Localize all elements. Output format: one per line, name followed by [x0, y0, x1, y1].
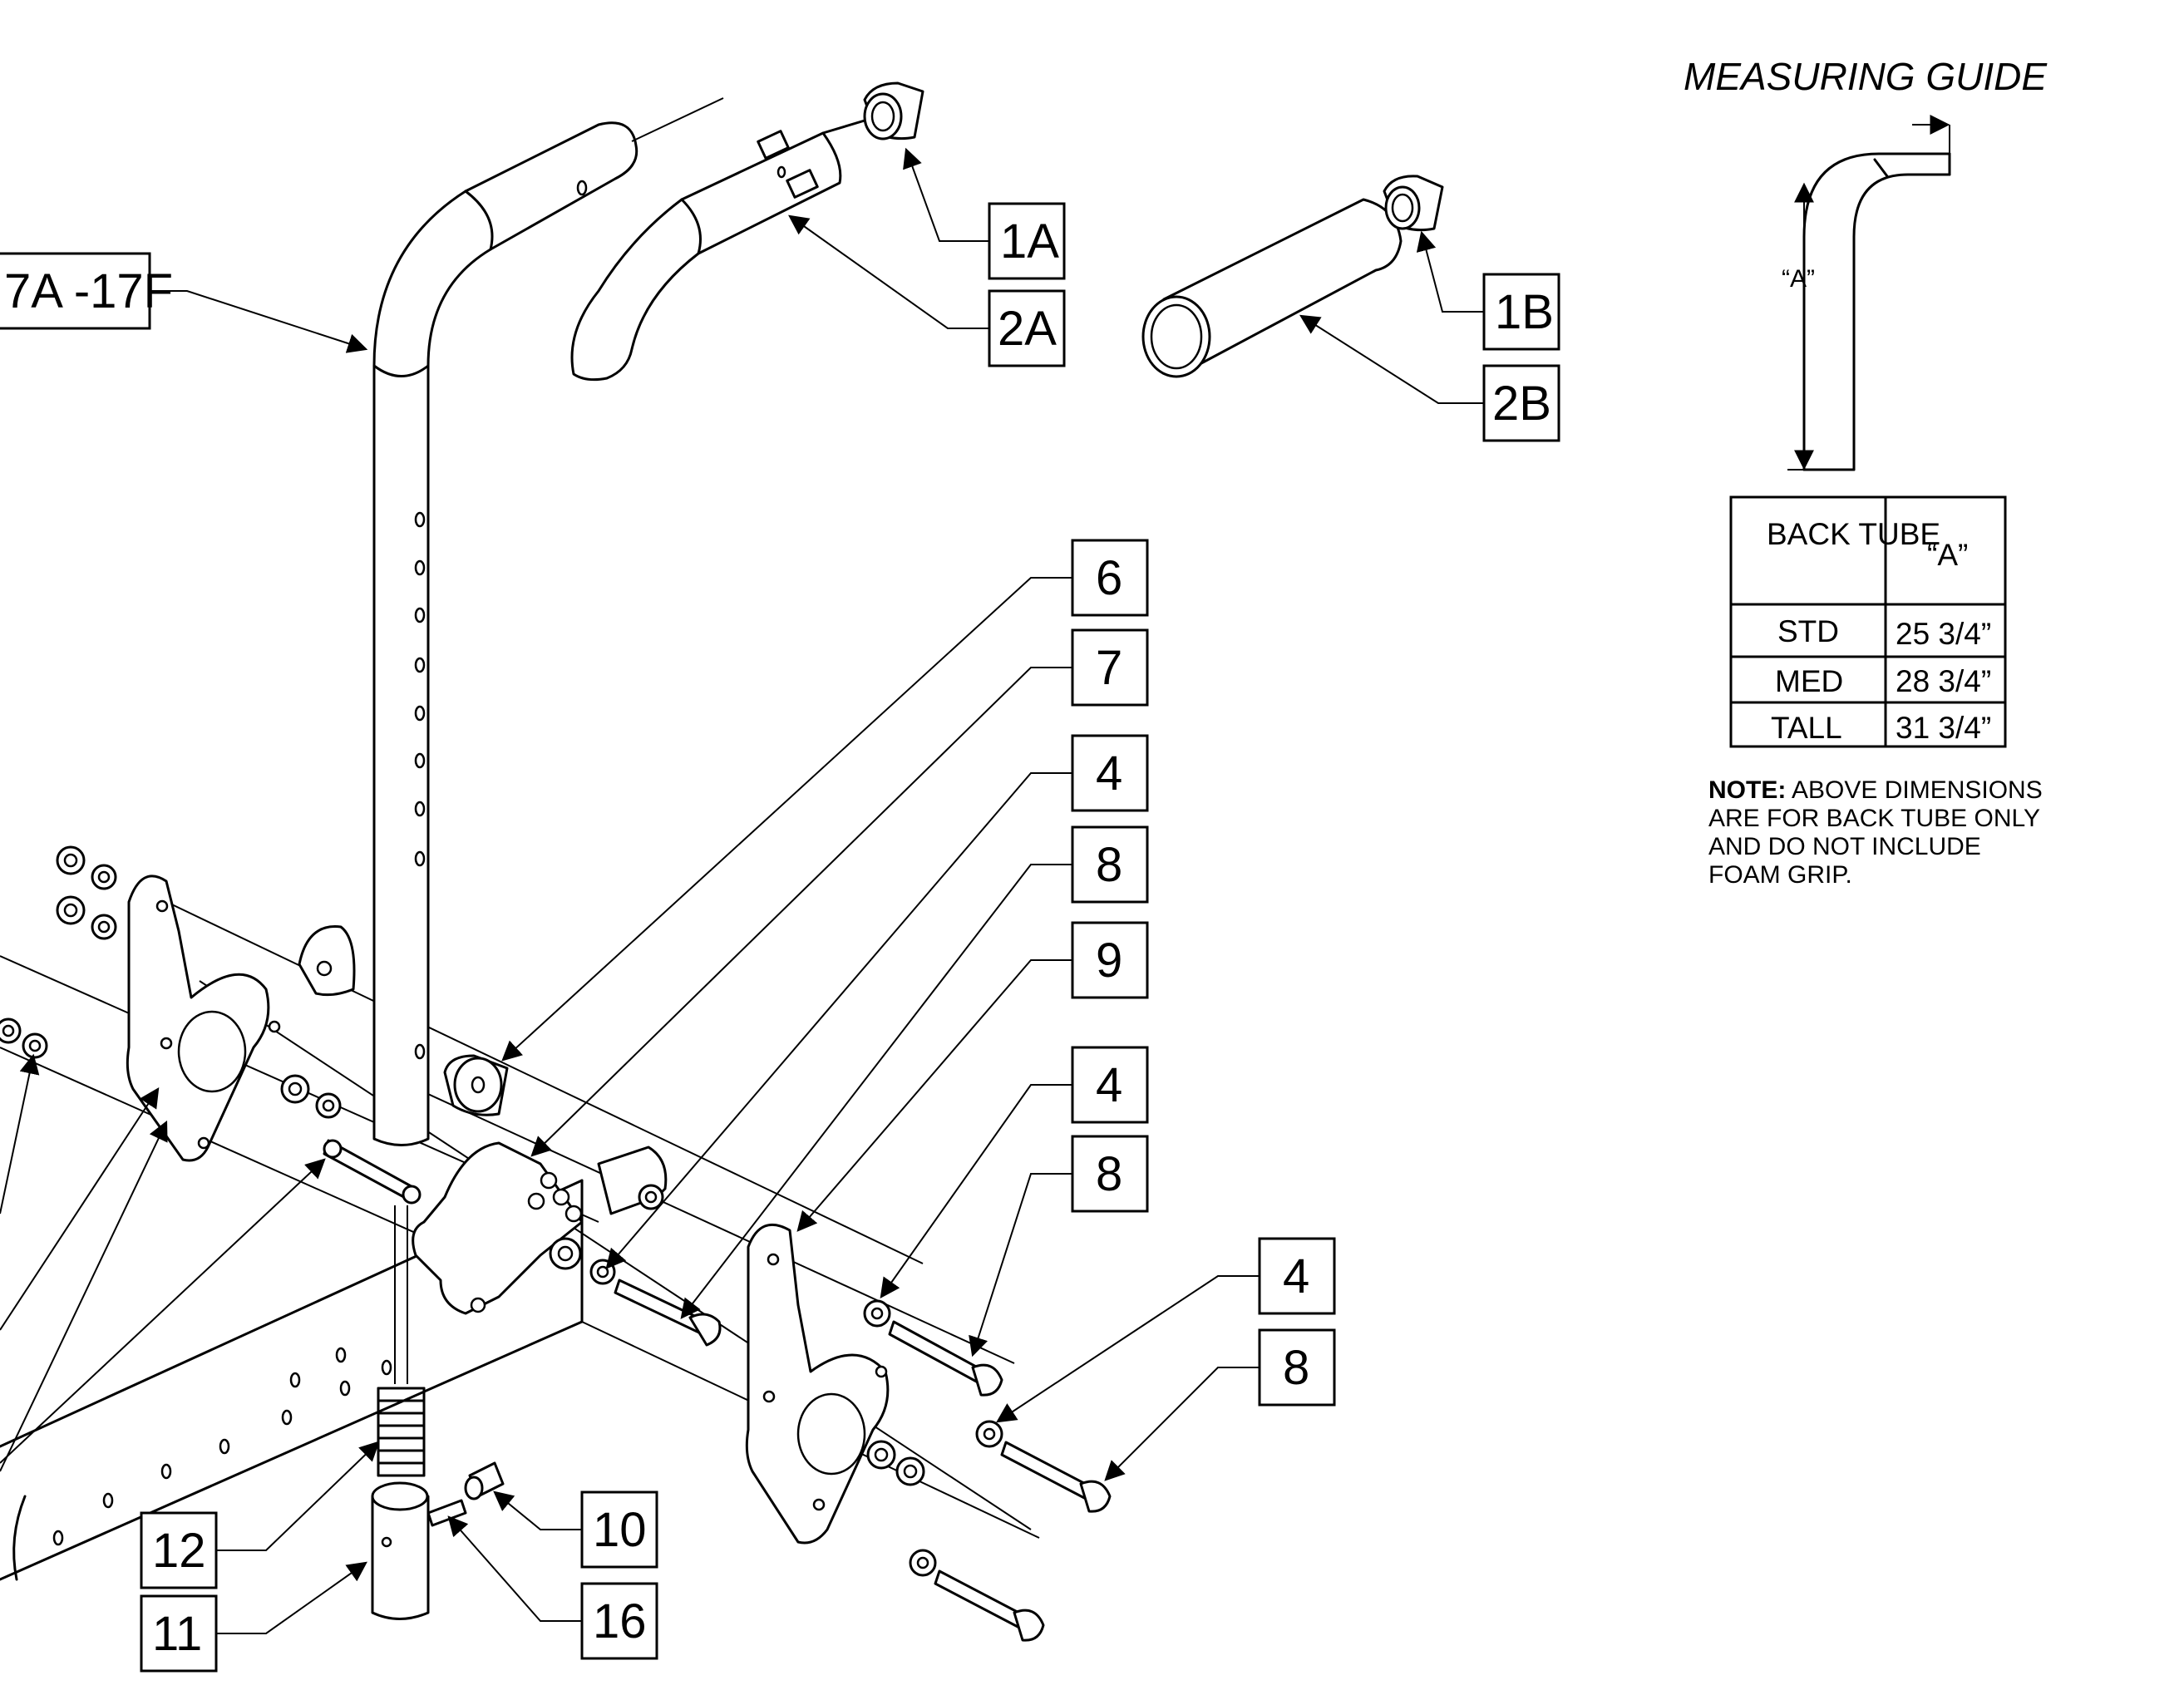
table-cell-std: STD — [1777, 614, 1839, 648]
note-line-2: ARE FOR BACK TUBE ONLY — [1708, 805, 2040, 832]
back-tube-profile: “A” — [1782, 115, 1951, 471]
table-header-a: “A” — [1927, 538, 1968, 572]
svg-text:6: 6 — [1096, 551, 1122, 605]
axle-pin — [323, 1139, 422, 1205]
note-line-1: ABOVE DIMENSIONS — [1786, 776, 2042, 804]
lock-nuts-left — [0, 845, 342, 1119]
measuring-note: NOTE: ABOVE DIMENSIONS ARE FOR BACK TUBE… — [1708, 776, 2043, 889]
callout-leaders — [0, 147, 1484, 1634]
callout-7: 7 — [1071, 628, 1149, 707]
svg-text:1B: 1B — [1495, 285, 1554, 339]
end-cap-1a — [863, 81, 924, 140]
svg-text:8: 8 — [1096, 1147, 1122, 1201]
svg-text:7: 7 — [1096, 641, 1122, 695]
callout-2b: 2B — [1482, 364, 1560, 442]
svg-text:NOTE: ABOVE DIMENSIONS: NOTE: ABOVE DIMENSIONS — [1708, 776, 2043, 804]
back-tube-table: BACK TUBE “A” STD 25 3/4” MED 28 3/4” TA… — [1729, 495, 2007, 748]
spacer-6 — [443, 1054, 509, 1116]
svg-text:4: 4 — [1096, 1058, 1122, 1112]
svg-text:2A: 2A — [998, 302, 1057, 356]
callout-9: 9 — [1071, 921, 1149, 999]
back-post-tube — [372, 97, 724, 1146]
recline-bracket-7 — [412, 1141, 584, 1315]
table-cell-med-value: 28 3/4” — [1896, 664, 1991, 698]
lock-nuts-right — [866, 1440, 925, 1486]
callout-1b: 1B — [1482, 273, 1560, 351]
callout-8-low: 8 — [1258, 1328, 1336, 1407]
table-cell-std-value: 25 3/4” — [1896, 617, 1991, 651]
callout-6: 6 — [1071, 539, 1149, 617]
plunger-11 — [371, 1481, 430, 1620]
measuring-guide: MEASURING GUIDE “A” BACK TUBE “A” STD 25… — [1684, 55, 2048, 889]
svg-text:9: 9 — [1096, 934, 1122, 988]
measuring-guide-title: MEASURING GUIDE — [1684, 55, 2048, 98]
svg-text:4: 4 — [1283, 1249, 1309, 1303]
callout-4-mid: 4 — [1071, 1046, 1149, 1124]
note-line-4: FOAM GRIP. — [1708, 861, 1852, 889]
table-cell-med: MED — [1775, 664, 1843, 698]
callout-10: 10 — [580, 1490, 658, 1569]
foam-grip-2b — [1141, 198, 1403, 378]
callout-8-mid: 8 — [1071, 1135, 1149, 1213]
cap-10 — [464, 1461, 505, 1500]
tube-clamp — [298, 925, 356, 997]
spring-12 — [377, 1205, 426, 1477]
svg-text:16: 16 — [593, 1594, 647, 1648]
svg-text:7A -17F: 7A -17F — [4, 264, 173, 318]
dimension-a-label: “A” — [1782, 265, 1815, 293]
svg-text:4: 4 — [1096, 746, 1122, 801]
note-line-3: AND DO NOT INCLUDE — [1708, 833, 1981, 860]
svg-text:2B: 2B — [1492, 377, 1551, 431]
callout-2a: 2A — [988, 289, 1066, 367]
callout-8-top: 8 — [1071, 825, 1149, 904]
svg-text:11: 11 — [152, 1607, 202, 1661]
callout-4-low: 4 — [1258, 1237, 1336, 1315]
callout-12: 12 — [140, 1511, 218, 1589]
svg-text:12: 12 — [152, 1524, 206, 1578]
callout-4-top: 4 — [1071, 734, 1149, 812]
foam-grip-2a — [570, 119, 866, 382]
svg-text:8: 8 — [1096, 838, 1122, 892]
bolt-8b — [863, 1299, 1003, 1397]
right-side-plate — [745, 1223, 890, 1545]
svg-text:10: 10 — [593, 1503, 647, 1557]
callout-16: 16 — [580, 1582, 658, 1660]
note-label: NOTE: — [1708, 776, 1786, 804]
bolt-lower — [909, 1549, 1045, 1642]
callout-17a-17f: 7A -17F — [0, 252, 173, 330]
callout-11: 11 — [140, 1594, 218, 1673]
bolt-8c — [975, 1420, 1112, 1513]
table-cell-tall-value: 31 3/4” — [1896, 711, 1991, 745]
pin-16 — [426, 1499, 467, 1527]
callout-1a: 1A — [988, 202, 1066, 280]
end-cap-1b — [1383, 175, 1444, 232]
svg-text:1A: 1A — [1000, 214, 1059, 269]
left-side-plate — [126, 875, 281, 1162]
table-cell-tall: TALL — [1771, 711, 1842, 745]
table-header-back: BACK TUBE — [1767, 517, 1940, 551]
svg-text:8: 8 — [1283, 1341, 1309, 1395]
